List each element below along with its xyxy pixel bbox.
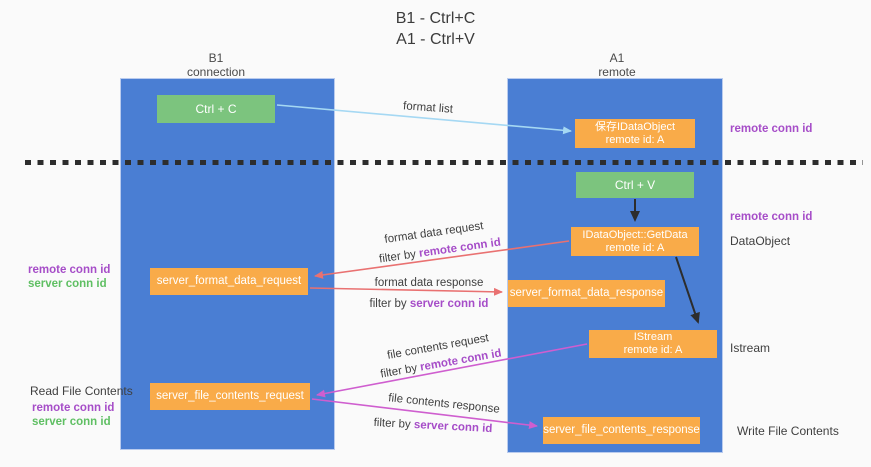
save-idataobject-line2: remote id: A [605,133,665,146]
ctrl-v-label: Ctrl + V [614,178,656,192]
server-format-data-request-box: server_format_data_request [150,268,308,295]
server-file-contents-response-box: server_file_contents_response [543,417,700,444]
left-remote-conn-id-annotation-2: remote conn id [32,402,115,414]
filter-prefix: filter by [373,416,415,431]
ctrl-v-box: Ctrl + V [576,172,694,198]
left-server-conn-id-annotation-2: server conn id [32,416,111,428]
format-data-response-label: format data response [375,277,484,289]
istream-line1: IStream [633,331,673,343]
title-line-2: A1 - Ctrl+V [396,31,475,48]
server-file-contents-request-label: server_file_contents_request [156,390,304,402]
filter-prefix: filter by [369,298,410,310]
remote-conn-id-highlight: remote conn id [418,236,502,260]
left-column-name: B1 [208,51,224,65]
file-contents-response-text: file contents response [387,392,501,416]
server-format-data-response-box: server_format_data_response [508,280,665,307]
clipboard-boundary-dashed-line [25,160,863,165]
remote-conn-id-annotation-top: remote conn id [730,123,813,135]
istream-box: IStream remote id: A [589,330,717,358]
title-line-1: B1 - Ctrl+C [395,10,476,27]
server-format-data-response-label: server_format_data_response [509,287,664,299]
server-file-contents-request-box: server_file_contents_request [150,383,310,410]
filter-by-server-conn-id-label-2: filter by server conn id [373,417,492,435]
filter-by-server-conn-id-label-1: filter by server conn id [370,298,489,310]
filter-prefix: filter by [378,247,420,266]
diagram-title: B1 - Ctrl+C A1 - Ctrl+V [0,8,871,50]
idataobject-getdata-box: IDataObject::GetData remote id: A [571,227,699,256]
right-column-name: A1 [609,51,625,65]
save-idataobject-box: 保存IDataObject remote id: A [575,119,695,148]
format-data-response-text: format data response [374,277,484,289]
left-server-conn-id-annotation-1: server conn id [28,278,107,290]
format-list-text: format list [402,100,454,116]
ctrl-c-label: Ctrl + C [195,102,237,116]
format-list-label: format list [403,100,454,115]
server-format-data-request-label: server_format_data_request [156,275,302,287]
ctrl-c-box: Ctrl + C [157,95,275,123]
server-file-contents-response-label: server_file_contents_response [543,424,700,436]
istream-line2: remote id: A [623,344,683,356]
remote-conn-id-annotation-mid: remote conn id [730,211,813,223]
file-contents-response-label: file contents response [388,392,501,416]
istream-annotation: Istream [730,341,771,355]
filter-prefix: filter by [379,361,422,381]
server-conn-id-highlight: server conn id [409,298,489,310]
right-column-header: A1 remote [557,51,677,79]
getdata-line1: IDataObject::GetData [582,228,688,241]
write-file-contents-annotation: Write File Contents [737,424,839,438]
left-remote-conn-id-annotation-1: remote conn id [28,264,111,276]
getdata-line2: remote id: A [605,241,665,254]
dataobject-annotation: DataObject [730,234,791,248]
right-column-role: remote [598,65,636,79]
save-idataobject-line1: 保存IDataObject [594,120,676,133]
server-conn-id-highlight: server conn id [413,419,493,436]
left-column-role: connection [186,65,246,79]
read-file-contents-annotation: Read File Contents [30,384,133,398]
left-column-header: B1 connection [156,51,276,79]
